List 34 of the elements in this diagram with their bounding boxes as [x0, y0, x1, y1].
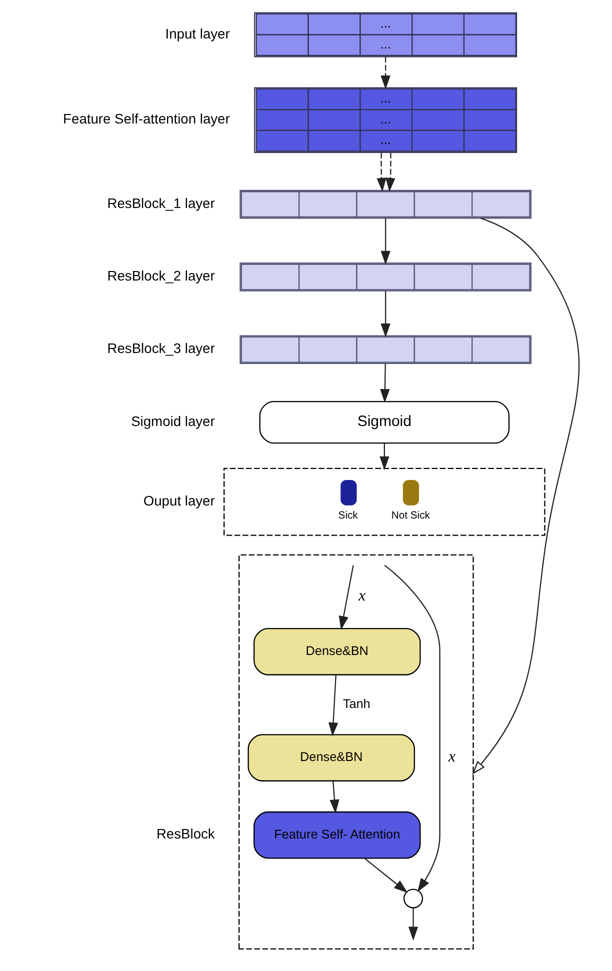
node-box [224, 468, 546, 536]
legend-label: Sick [338, 510, 358, 522]
node-box: Feature Self- Attention [254, 811, 421, 859]
edge-label: Tanh [342, 696, 370, 711]
arrow [408, 908, 418, 941]
arrow [386, 152, 396, 192]
arrow [380, 443, 390, 470]
node-label: ResBlock [156, 826, 215, 842]
legend-label: Not Sick [391, 510, 430, 522]
arrow [330, 781, 340, 814]
arrow [328, 674, 338, 736]
arrow [380, 291, 390, 338]
node-label: Input layer [165, 25, 230, 42]
arrow [384, 564, 440, 892]
node-label: ResBlock_2 layer [107, 268, 215, 284]
arrow [364, 858, 408, 893]
arrow [338, 565, 354, 630]
node-box: Dense&BN [254, 628, 421, 676]
arrow [380, 56, 390, 90]
node-label: ResBlock_1 layer [107, 194, 215, 211]
node-label: Ouput layer [143, 492, 215, 508]
node-label: Feature Self-attention layer [63, 110, 230, 127]
arrow [380, 364, 390, 403]
node-label: Sigmoid layer [131, 412, 215, 429]
edge-label: x [448, 748, 456, 766]
arrow [380, 218, 390, 265]
edge-label: x [358, 588, 366, 605]
arrow [472, 218, 580, 775]
node-circle [403, 888, 424, 908]
node-box: Sigmoid [259, 400, 510, 444]
node-box: Dense&BN [248, 734, 415, 782]
node-label: ResBlock_3 layer [107, 340, 215, 356]
cluster [238, 554, 474, 950]
arrow [376, 152, 386, 192]
